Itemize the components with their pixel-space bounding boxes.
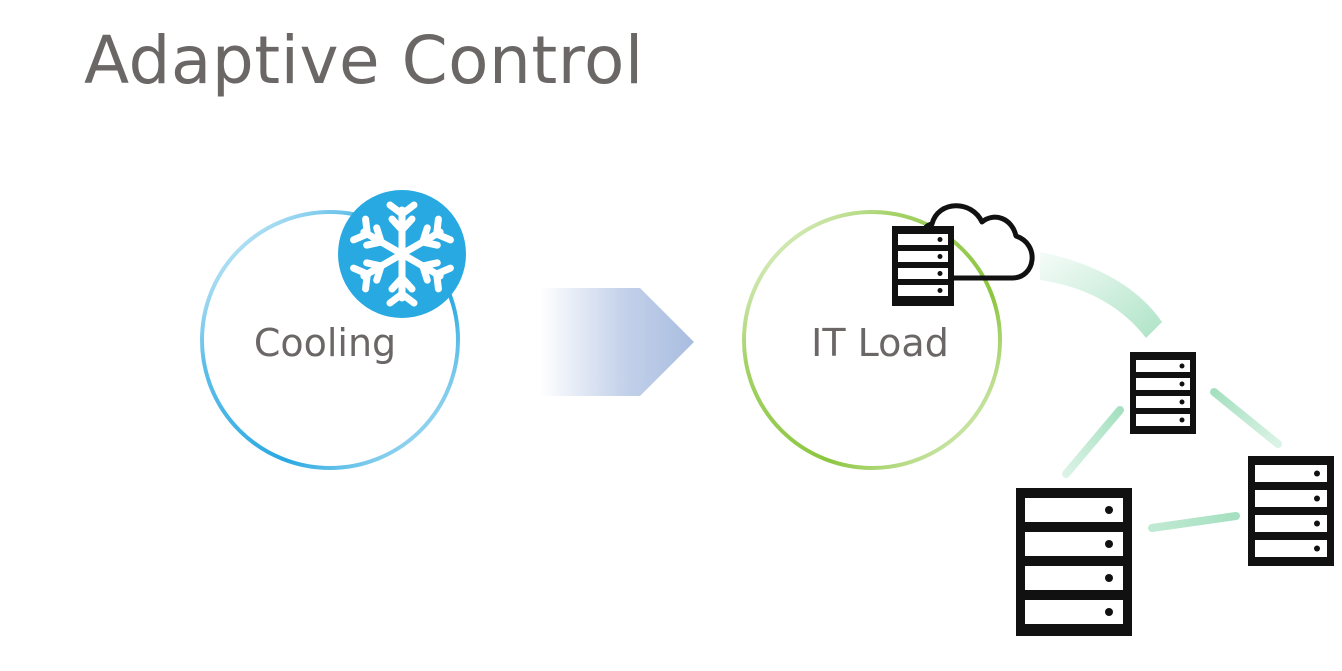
it-load-label: IT Load [811,321,949,365]
snowflake-icon [338,190,466,318]
server-cloud-icon [892,226,954,306]
network-swoosh [1040,252,1162,338]
it-load-ring [742,210,1002,470]
connector-line [1062,406,1124,478]
flow-arrow [540,288,694,396]
it-load-node: IT Load [742,210,1002,470]
server-icon [1016,488,1132,636]
cooling-node: Cooling [200,190,466,470]
slide-title: Adaptive Control [84,22,644,99]
cooling-ring [200,210,460,470]
server-icon [1248,456,1334,566]
cooling-label: Cooling [254,321,396,365]
connector-line [1148,512,1240,532]
connector-line [1210,388,1282,448]
server-icon [1130,352,1196,434]
